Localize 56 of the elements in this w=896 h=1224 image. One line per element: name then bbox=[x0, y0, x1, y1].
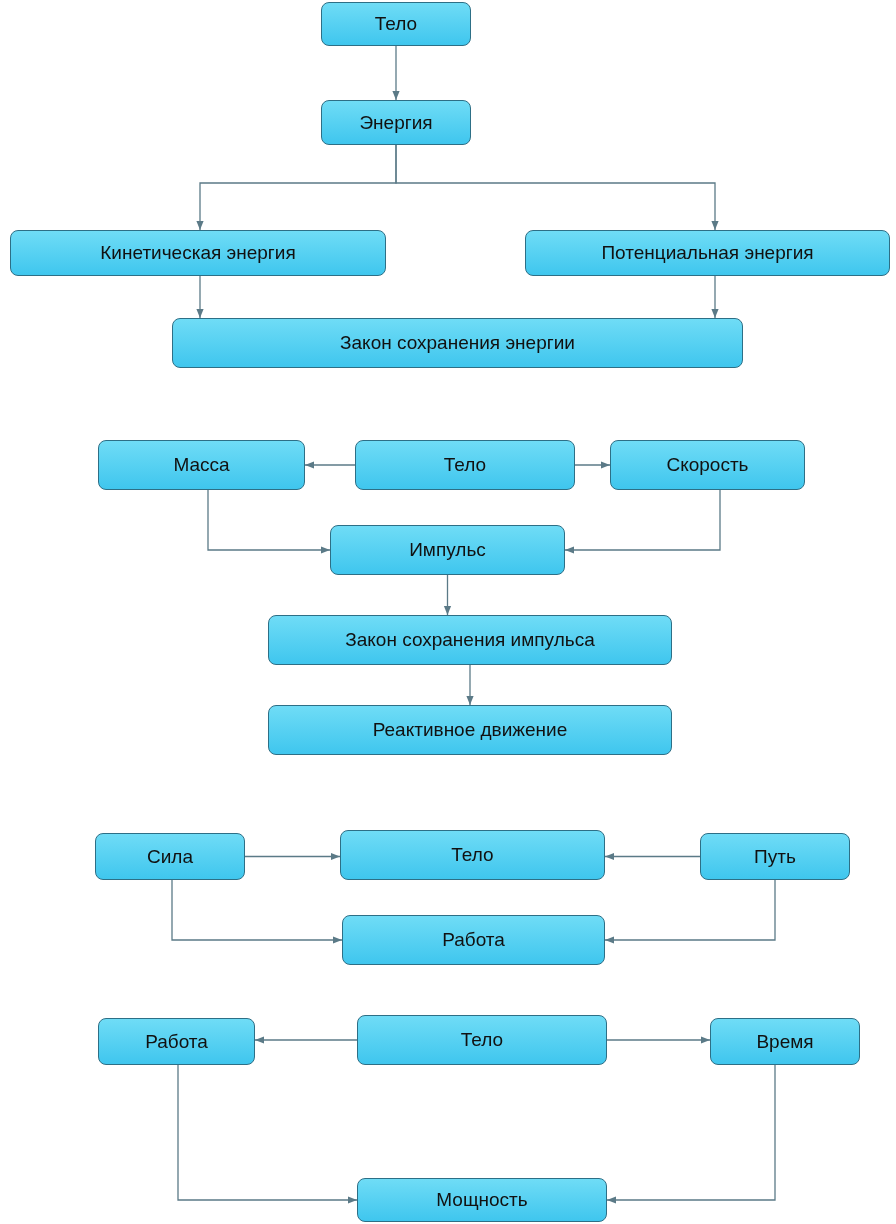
box-label: Закон сохранения импульса bbox=[345, 629, 595, 651]
arrow bbox=[244, 852, 341, 861]
arrow bbox=[171, 879, 343, 944]
box-label: Мощность bbox=[436, 1189, 528, 1211]
box-label: Путь bbox=[754, 845, 796, 868]
process-box bbox=[321, 2, 471, 46]
arrow bbox=[604, 852, 701, 861]
box-label: Закон сохранения энергии bbox=[340, 332, 575, 354]
process-box bbox=[10, 230, 386, 276]
box-label: Скорость bbox=[666, 454, 749, 476]
process-box bbox=[340, 830, 605, 880]
process-box bbox=[98, 1018, 255, 1065]
process-box bbox=[355, 440, 575, 490]
arrow bbox=[443, 574, 452, 616]
arrow bbox=[207, 489, 331, 554]
arrow bbox=[395, 144, 719, 231]
arrow bbox=[177, 1064, 358, 1204]
box-label: Время bbox=[756, 1030, 814, 1053]
process-box bbox=[700, 833, 850, 880]
box-label: Реактивное движение bbox=[372, 719, 568, 741]
process-box bbox=[268, 615, 672, 665]
process-box bbox=[95, 833, 245, 880]
arrow bbox=[196, 275, 204, 319]
process-box bbox=[525, 230, 890, 276]
arrow bbox=[392, 45, 400, 101]
process-box bbox=[98, 440, 305, 490]
process-box bbox=[172, 318, 743, 368]
box-label: Тело bbox=[374, 13, 418, 35]
process-box bbox=[610, 440, 805, 490]
box-label: Импульс bbox=[409, 539, 486, 561]
process-box bbox=[321, 100, 471, 145]
process-box bbox=[357, 1015, 607, 1065]
arrow bbox=[466, 664, 474, 706]
arrow bbox=[564, 489, 721, 554]
arrow bbox=[606, 1064, 776, 1204]
box-label: Энергия bbox=[359, 111, 433, 134]
box-label: Масса bbox=[173, 454, 230, 476]
process-box bbox=[357, 1178, 607, 1222]
arrow bbox=[254, 1036, 358, 1044]
box-label: Кинетическая энергия bbox=[100, 242, 296, 264]
box-label: Потенциальная энергия bbox=[601, 242, 814, 264]
process-box bbox=[330, 525, 565, 575]
process-box bbox=[268, 705, 672, 755]
process-box bbox=[342, 915, 605, 965]
arrow bbox=[574, 461, 611, 469]
box-label: Тело bbox=[460, 1029, 504, 1051]
arrow bbox=[604, 879, 776, 944]
arrow bbox=[304, 461, 356, 469]
box-label: Работа bbox=[442, 929, 505, 951]
arrow bbox=[711, 275, 719, 319]
box-label: Тело bbox=[451, 844, 494, 866]
box-label: Работа bbox=[145, 1030, 208, 1053]
arrow bbox=[606, 1036, 711, 1044]
process-box bbox=[710, 1018, 860, 1065]
box-label: Сила bbox=[147, 845, 193, 868]
box-label: Тело bbox=[443, 454, 487, 476]
